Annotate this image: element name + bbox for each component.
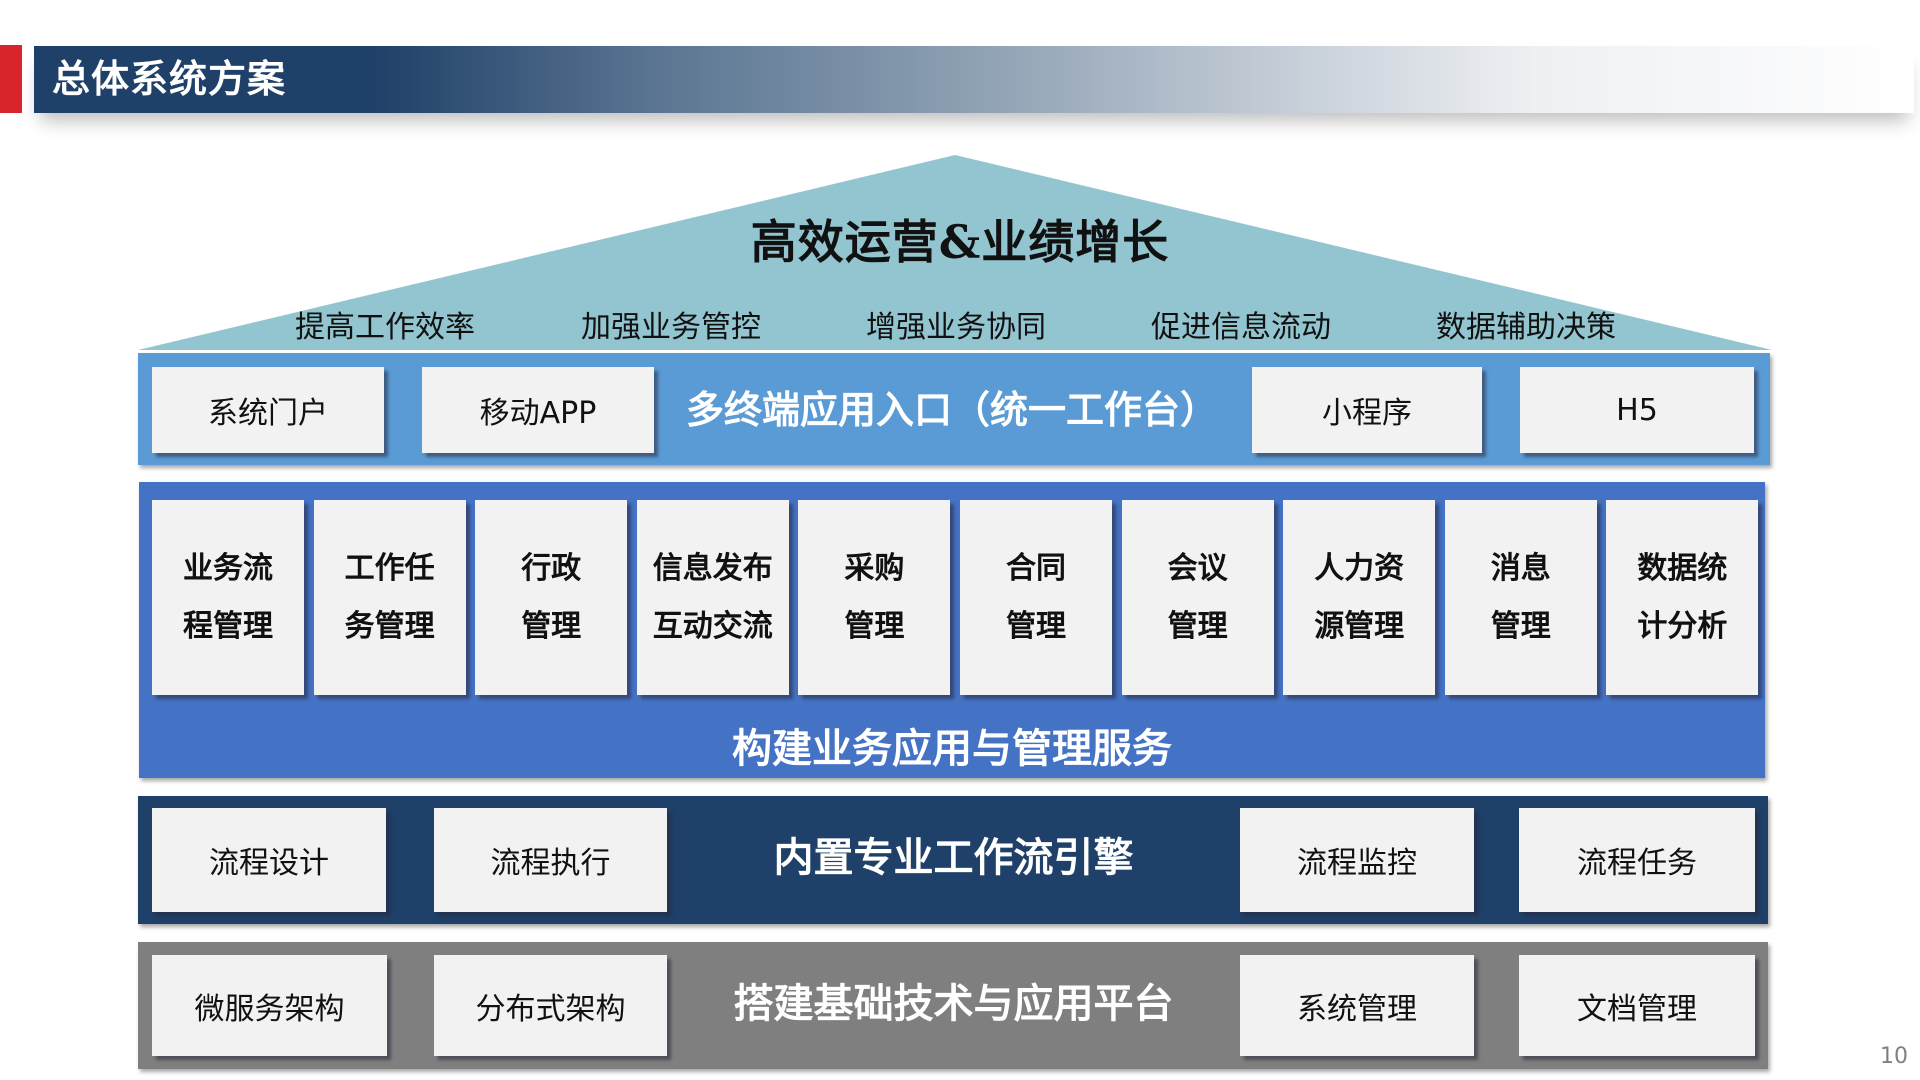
app-module-line1: 行政 [521,550,582,586]
entry-item-mini-program: 小程序 [1252,367,1482,453]
workflow-item-execution: 流程执行 [434,808,667,912]
platform-item-distributed: 分布式架构 [434,955,667,1056]
goal-label: 数据辅助决策 [1436,310,1616,345]
page-number: 10 [1880,1044,1908,1069]
entry-layer-band [138,353,1770,465]
entry-item-h5: H5 [1520,367,1754,453]
app-module-line1: 信息发布 [652,550,773,586]
entry-layer-label: 多终端应用入口（统一工作台） [685,388,1218,432]
app-module-line2: 务管理 [344,608,435,644]
app-module-line1: 工作任 [344,550,435,586]
app-module-line2: 源管理 [1314,608,1405,644]
workflow-layer-label: 内置专业工作流引擎 [773,835,1134,881]
app-layer-label: 构建业务应用与管理服务 [732,726,1172,772]
app-module-line1: 合同 [1006,550,1066,586]
app-module: 业务流程管理 [152,500,304,695]
platform-item-document-mgmt: 文档管理 [1519,955,1755,1056]
goal-label: 提高工作效率 [295,310,475,345]
app-module-line2: 管理 [521,608,582,644]
app-module: 工作任务管理 [313,500,466,695]
entry-item-mobile-app: 移动APP [422,367,654,453]
goal-label: 促进信息流动 [1151,310,1331,345]
roof-title: 高效运营&业绩增长 [750,215,1170,269]
app-module-line2: 程管理 [183,608,273,644]
platform-layer-band [138,942,1768,1069]
app-module: 消息管理 [1444,500,1597,695]
app-module: 人力资源管理 [1283,500,1436,695]
app-module-line2: 管理 [1006,608,1066,644]
app-module-line1: 会议 [1167,550,1228,586]
workflow-layer-band [138,796,1768,924]
goal-label: 增强业务协同 [866,310,1046,345]
workflow-item-task: 流程任务 [1519,808,1755,912]
app-module: 信息发布互动交流 [636,500,789,695]
app-module: 会议管理 [1121,500,1274,695]
header-bar [34,46,1914,113]
app-module-line1: 数据统 [1637,550,1728,586]
entry-item-portal: 系统门户 [152,367,384,453]
app-module-line2: 互动交流 [652,608,773,644]
platform-item-system-mgmt: 系统管理 [1240,955,1474,1056]
app-module-line1: 消息 [1490,550,1551,586]
workflow-item-design: 流程设计 [152,808,386,912]
app-module-line2: 管理 [1490,608,1551,644]
app-module-line1: 采购 [844,550,905,586]
app-module: 数据统计分析 [1606,500,1759,695]
app-module: 行政管理 [475,500,628,695]
platform-item-microservices: 微服务架构 [152,955,387,1056]
red-accent-mark [0,45,22,113]
app-module-line1: 人力资 [1314,550,1405,586]
app-module-line2: 计分析 [1637,608,1728,644]
app-module-line2: 管理 [844,608,905,644]
goal-label: 加强业务管控 [581,310,761,345]
app-module-line1: 业务流 [183,550,273,586]
workflow-item-monitoring: 流程监控 [1240,808,1474,912]
app-module: 采购管理 [798,500,951,695]
platform-layer-label: 搭建基础技术与应用平台 [733,981,1174,1027]
app-module-line2: 管理 [1167,608,1228,644]
app-module: 合同管理 [960,500,1112,695]
page-title: 总体系统方案 [52,57,287,101]
